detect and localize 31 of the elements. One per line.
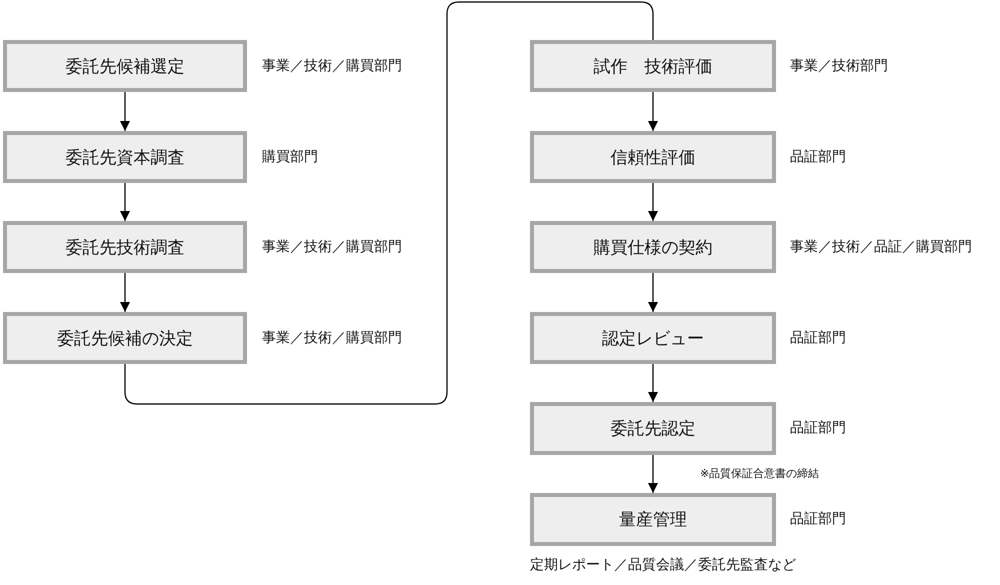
process-box: 試作 技術評価 xyxy=(530,40,776,92)
arrow xyxy=(648,273,658,312)
process-box: 委託先認定 xyxy=(530,402,776,455)
department-label: 品証部門 xyxy=(790,510,846,528)
process-box: 委託先候補の決定 xyxy=(3,312,247,364)
process-box: 委託先資本調査 xyxy=(3,131,247,183)
connector-line xyxy=(124,1,654,405)
arrow xyxy=(120,273,130,312)
department-label: 事業／技術／購買部門 xyxy=(262,57,402,75)
process-box: 信頼性評価 xyxy=(530,131,776,183)
department-label: 事業／技術／購買部門 xyxy=(262,238,402,256)
arrow xyxy=(120,183,130,221)
process-box: 量産管理 xyxy=(530,493,776,546)
process-box: 認定レビュー xyxy=(530,312,776,364)
process-box: 委託先技術調査 xyxy=(3,221,247,273)
arrow xyxy=(120,92,130,131)
department-label: 品証部門 xyxy=(790,148,846,166)
department-label: 購買部門 xyxy=(262,148,318,166)
department-label: 事業／技術部門 xyxy=(790,57,888,75)
process-box: 購買仕様の契約 xyxy=(530,221,776,273)
department-label: 事業／技術／品証／購買部門 xyxy=(790,238,972,256)
department-label: 品証部門 xyxy=(790,419,846,437)
arrow xyxy=(648,92,658,131)
edge-label: ※品質保証合意書の締結 xyxy=(699,466,820,481)
process-box: 委託先候補選定 xyxy=(3,40,247,92)
note-text: 定期レポート／品質会議／委託先監査など xyxy=(530,556,796,574)
department-label: 事業／技術／購買部門 xyxy=(262,329,402,347)
arrow xyxy=(648,455,658,493)
department-label: 品証部門 xyxy=(790,329,846,347)
arrow xyxy=(648,183,658,221)
arrow xyxy=(648,364,658,402)
